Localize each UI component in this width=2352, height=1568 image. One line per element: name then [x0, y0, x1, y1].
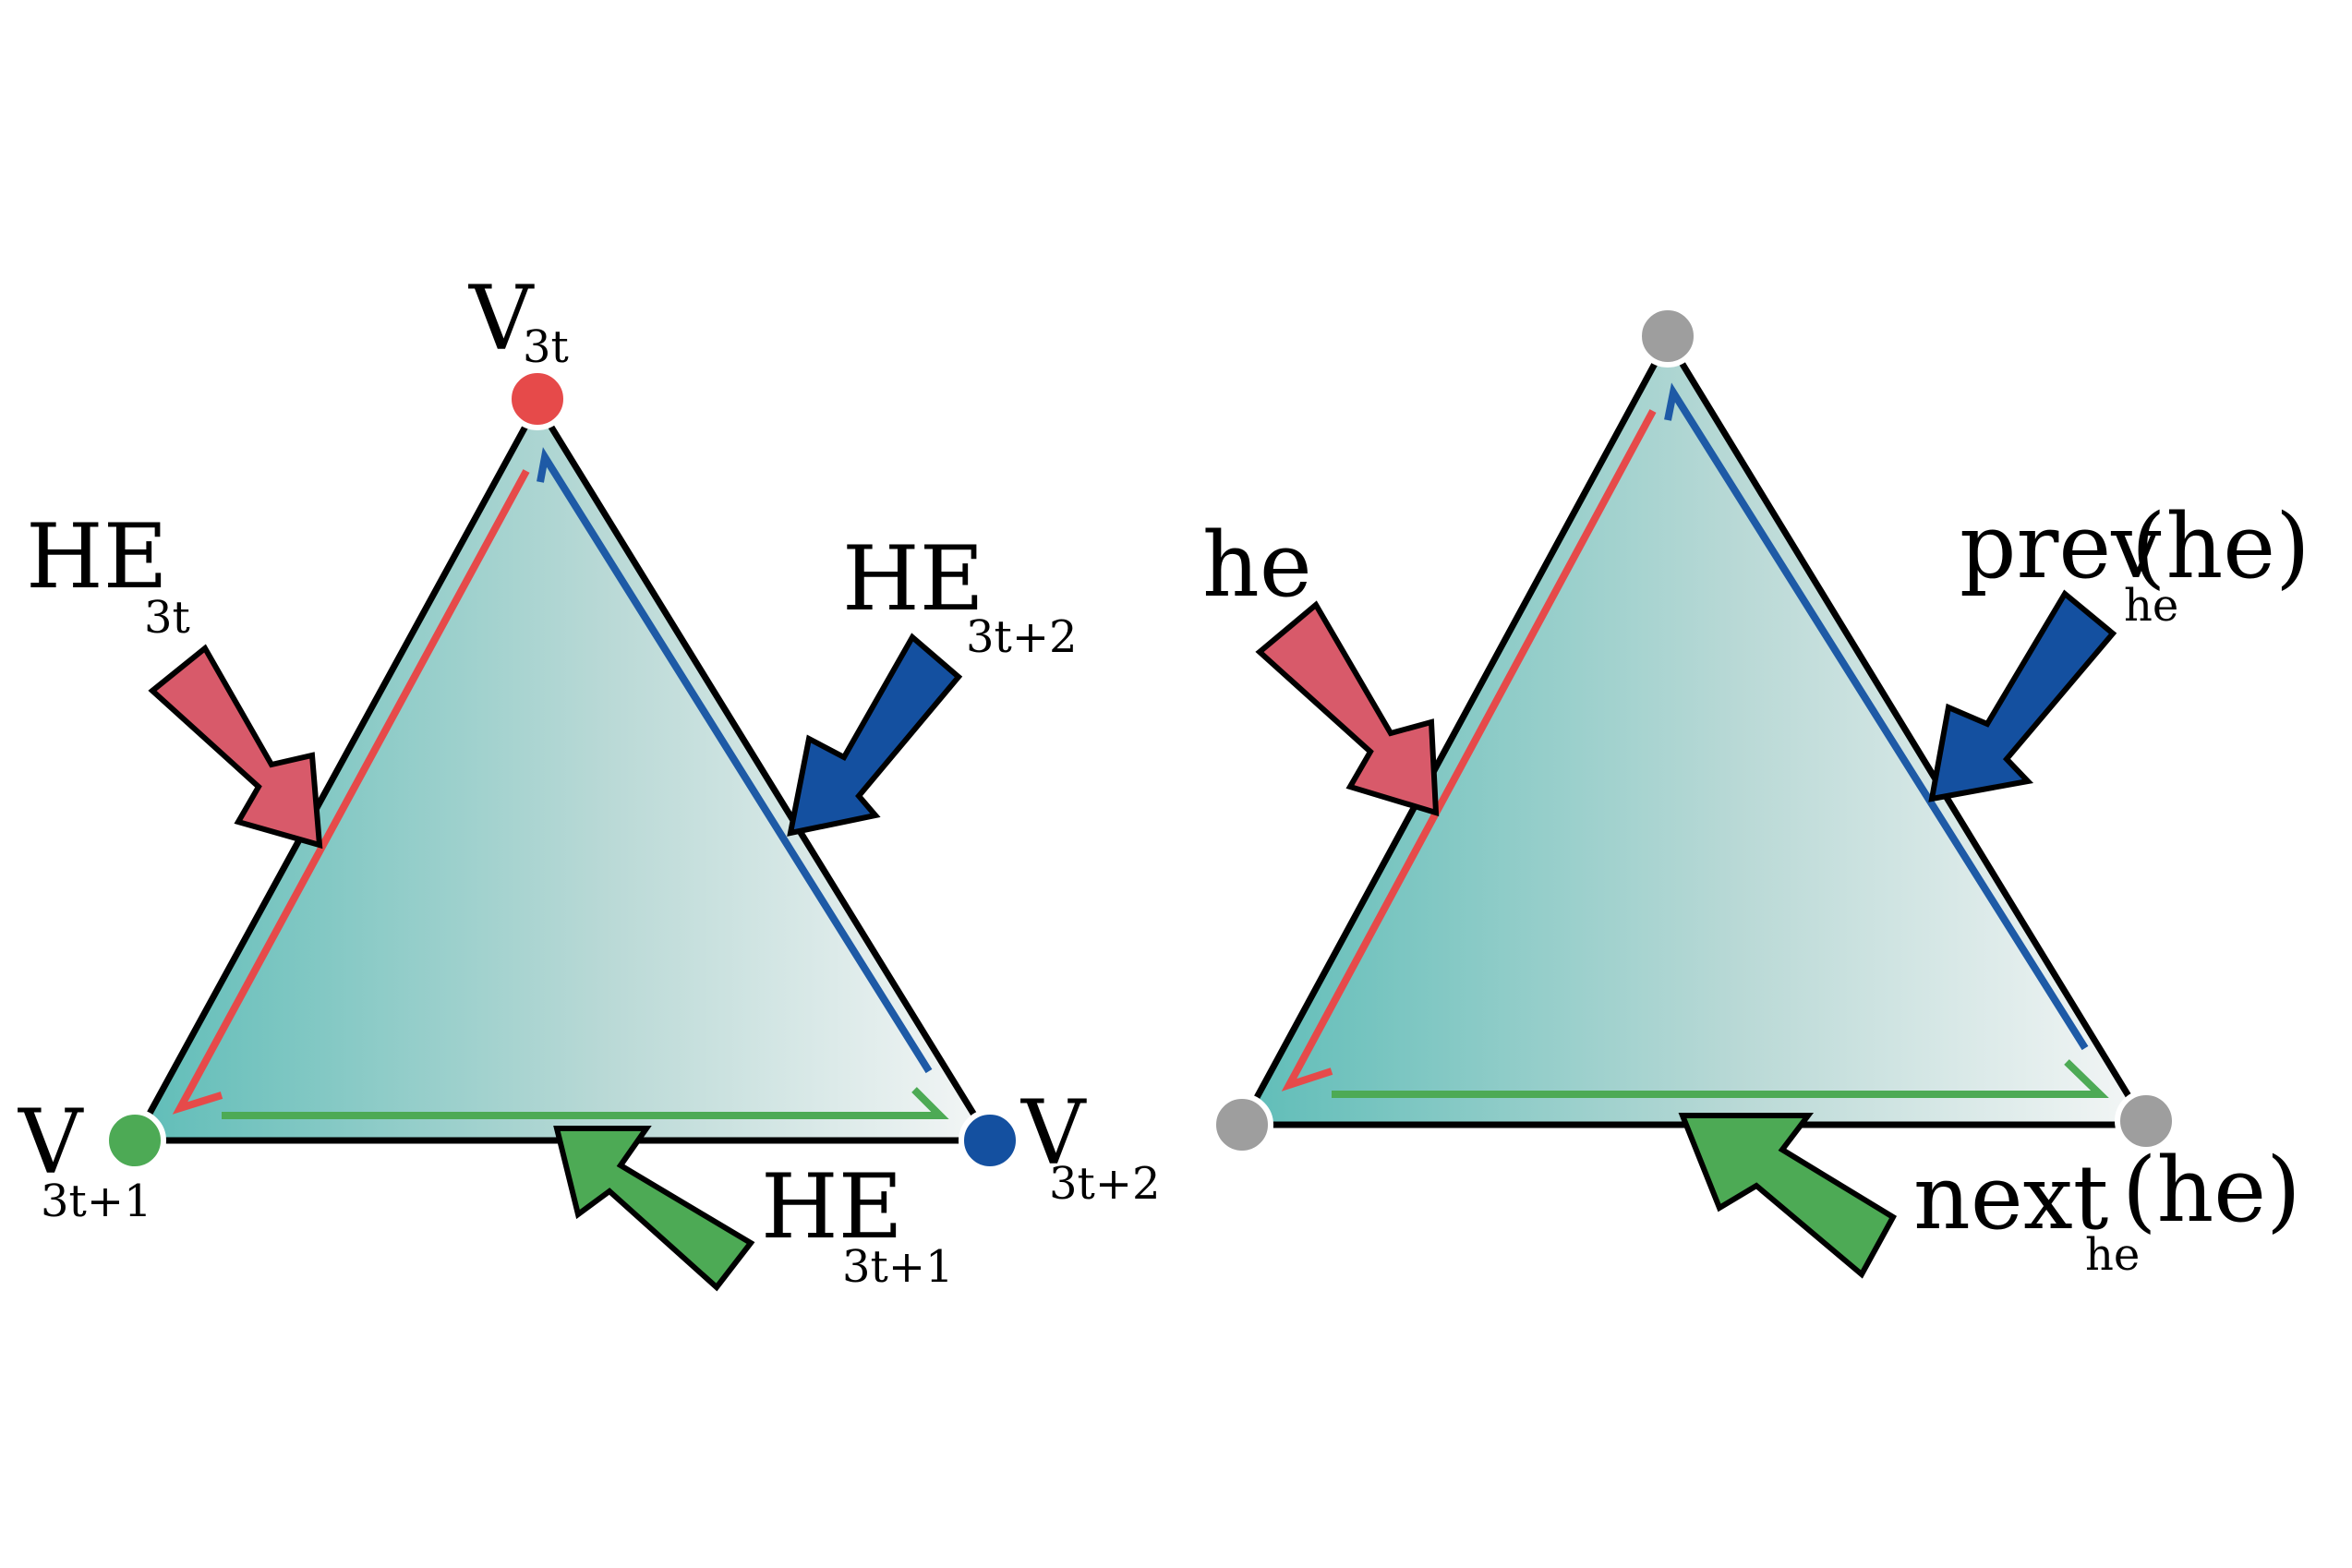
right-vertex-right-dot: [2115, 1090, 2177, 1152]
halfedge-right-label: HE: [842, 527, 984, 631]
halfedge-left-label: HE: [26, 505, 168, 609]
halfedge-3t-line: [172, 469, 530, 1115]
prev-he-line: [1664, 382, 2089, 1051]
prev-sub: he: [2124, 580, 2178, 632]
vertex-right-label: V: [1020, 1081, 1087, 1185]
halfedge-bottom-label: HE: [761, 1155, 903, 1259]
prev-pointer-arrow: [1928, 589, 2117, 802]
next-he-line: [1332, 1059, 2109, 1098]
left-diagram: V 3t V 3t+1 V 3t+2 HE 3t HE 3t+2 HE 3t+1: [18, 267, 1161, 1293]
vertex-top-label: V: [468, 267, 535, 370]
he-line: [1281, 409, 1657, 1092]
right-vertex-top-dot: [1636, 305, 1699, 368]
red-pointer-arrow: [148, 644, 323, 850]
halfedge-bottom-sub: 3t+1: [842, 1241, 954, 1293]
vertex-3t2-dot: [959, 1109, 1021, 1172]
vertex-right-sub: 3t+2: [1049, 1158, 1161, 1210]
next-suffix: (he): [2122, 1139, 2301, 1242]
vertex-3t-dot: [506, 368, 569, 430]
he-pointer-arrow: [1255, 600, 1440, 817]
next-sub: he: [2085, 1229, 2140, 1281]
halfedge-right-sub: 3t+2: [966, 611, 1078, 663]
vertex-top-sub: 3t: [523, 321, 569, 373]
next-pointer-arrow: [1678, 1113, 1898, 1279]
prev-suffix: (he): [2131, 495, 2310, 598]
vertex-3t1-dot: [103, 1109, 166, 1172]
vertex-left-sub: 3t+1: [41, 1176, 152, 1227]
right-diagram: he prev he (he) next he (he): [1202, 305, 2310, 1281]
green-pointer-arrow: [553, 1126, 755, 1292]
halfedge-3t2-line: [537, 447, 933, 1074]
right-vertex-left-dot: [1211, 1093, 1273, 1156]
halfedge-left-sub: 3t: [144, 592, 190, 644]
vertex-left-label: V: [18, 1091, 84, 1194]
next-label: next: [1913, 1146, 2108, 1249]
prev-label: prev: [1960, 495, 2161, 598]
blue-pointer-arrow: [787, 633, 963, 837]
halfedge-3t1-line: [222, 1087, 949, 1119]
he-label: he: [1202, 513, 1312, 617]
